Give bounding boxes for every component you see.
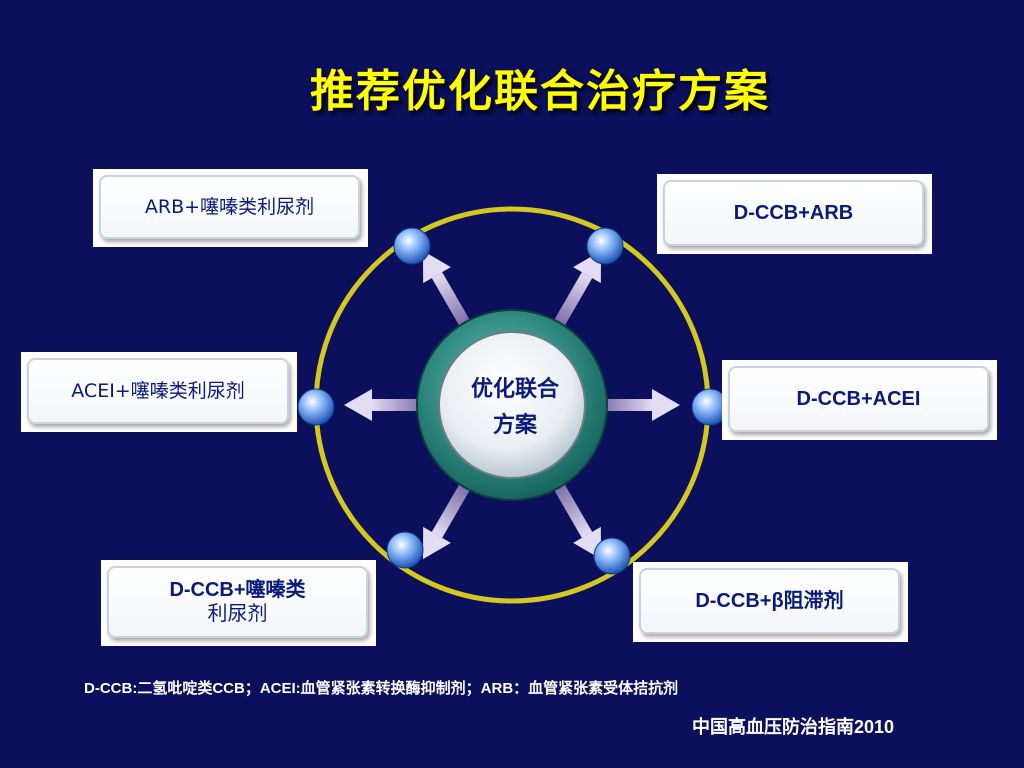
node-top-left — [393, 227, 431, 265]
arrow-left — [344, 389, 422, 421]
card-dccb-beta-blocker-label: D-CCB+β阻滞剂 — [639, 568, 900, 634]
card-dccb-acei-label: D-CCB+ACEI — [728, 366, 989, 432]
card-dccb-thiazide-line2: 利尿剂 — [207, 603, 268, 625]
card-dccb-acei: D-CCB+ACEI — [722, 360, 997, 440]
card-acei-thiazide-label: ACEI+噻嗪类利尿剂 — [27, 358, 289, 424]
card-acei-thiazide: ACEI+噻嗪类利尿剂 — [21, 352, 297, 432]
arrow-down-left — [423, 484, 470, 560]
arrow-up-left — [423, 250, 470, 326]
center-disc-inner — [438, 331, 586, 479]
node-mid-left — [297, 388, 335, 426]
card-dccb-beta-blocker: D-CCB+β阻滞剂 — [633, 562, 908, 642]
center-label: 优化联合 方案 — [440, 372, 590, 444]
node-bottom-right — [593, 537, 631, 575]
card-arb-thiazide: ARB+噻嗪类利尿剂 — [93, 169, 368, 247]
arrow-down-right — [554, 484, 601, 560]
center-label-line2: 方案 — [492, 413, 537, 438]
arrow-right — [602, 389, 680, 421]
node-bottom-left — [386, 531, 424, 569]
source-citation: 中国高血压防治指南2010 — [692, 717, 895, 737]
card-dccb-arb: D-CCB+ARB — [657, 174, 932, 254]
page-title: 推荐优化联合治疗方案 — [310, 66, 770, 117]
card-dccb-thiazide-label: D-CCB+噻嗪类 利尿剂 — [107, 566, 368, 638]
abbreviation-footnote: D-CCB:二氢吡啶类CCB；ACEI:血管紧张素转换酶抑制剂；ARB：血管紧张… — [84, 680, 679, 697]
card-arb-thiazide-label: ARB+噻嗪类利尿剂 — [99, 175, 360, 239]
card-dccb-thiazide-line1: D-CCB+噻嗪类 — [169, 579, 306, 601]
card-dccb-arb-label: D-CCB+ARB — [663, 180, 924, 246]
card-dccb-thiazide: D-CCB+噻嗪类 利尿剂 — [101, 560, 376, 646]
node-top-right — [586, 227, 624, 265]
center-label-line1: 优化联合 — [470, 377, 559, 402]
